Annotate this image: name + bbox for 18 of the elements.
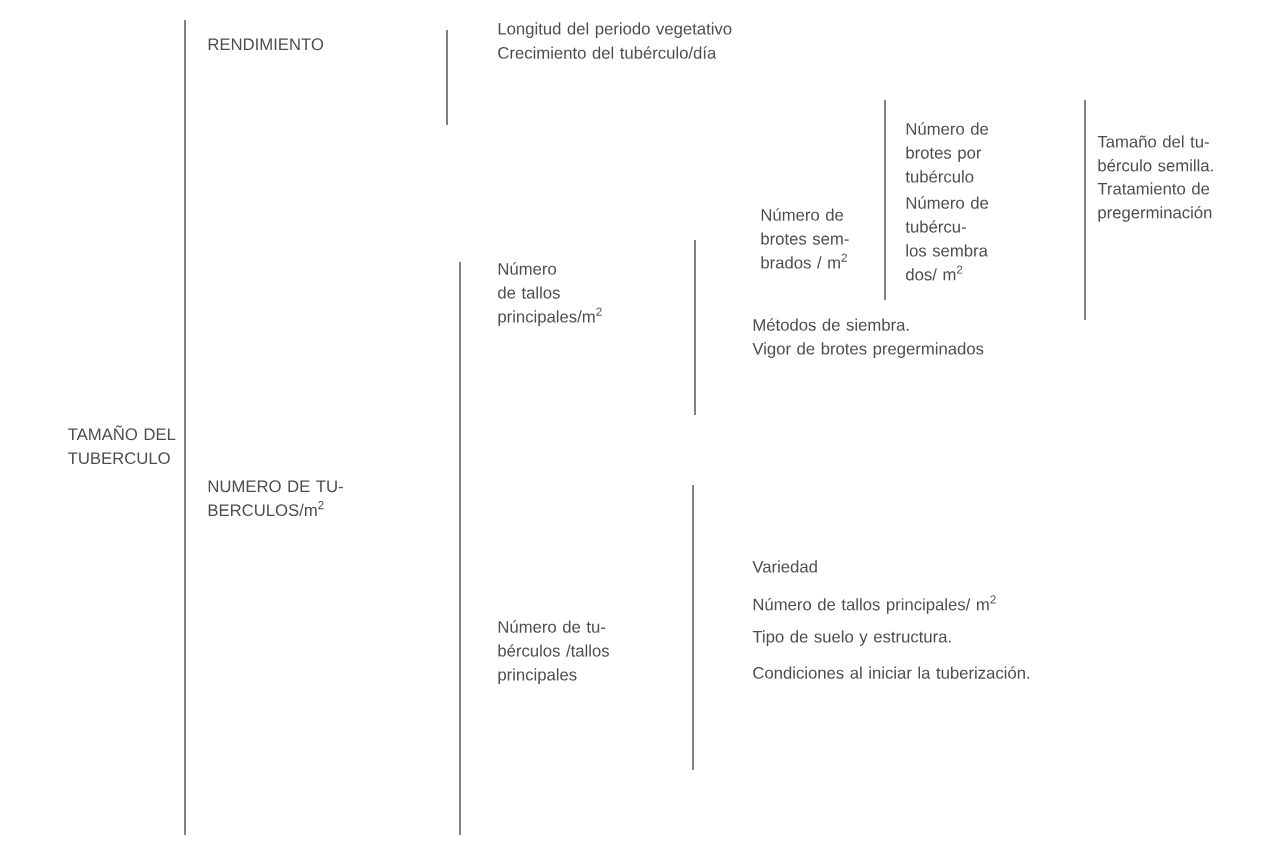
- factor-label: Tamaño del tu- bérculo semilla.: [1097, 135, 1213, 172]
- factor-label: Número de tubércu- los sembra dos/ m$^{2}$: [905, 196, 989, 281]
- factor-label: Número de brotes sem- brados / m$^{2}$: [761, 208, 849, 269]
- category-label: NUMERO DE TU- BERCULOS/m$^{2}$: [208, 480, 343, 517]
- factor-label: Longitud del periodo vegetativo: [498, 22, 732, 38]
- factor-label: Crecimiento del tubérculo/día: [498, 46, 717, 59]
- factor-label: Vigor de brotes pregerminados: [752, 342, 984, 358]
- factor-label: Número de tallos principales/ m$^{2}$: [753, 595, 996, 614]
- factor-label: Tratamiento de pregerminación: [1097, 182, 1212, 222]
- factor-label: Número de brotes por tubérculo: [905, 122, 989, 183]
- factor-label: Métodos de siembra.: [753, 318, 909, 331]
- factor-label: Tipo de suelo y estructura.: [752, 630, 951, 646]
- factor-label: Condiciones al iniciar la tuberización.: [753, 666, 1030, 679]
- factor-label: Variedad: [752, 560, 817, 573]
- category-label: RENDIMIENTO: [208, 38, 324, 51]
- factor-label: Número de tu- bérculos /tallos principales: [498, 620, 609, 684]
- factor-label: Número de tallos principales/m$^{2}$: [498, 262, 602, 326]
- heading-label: TAMAÑO DEL TUBERCULO: [68, 425, 176, 465]
